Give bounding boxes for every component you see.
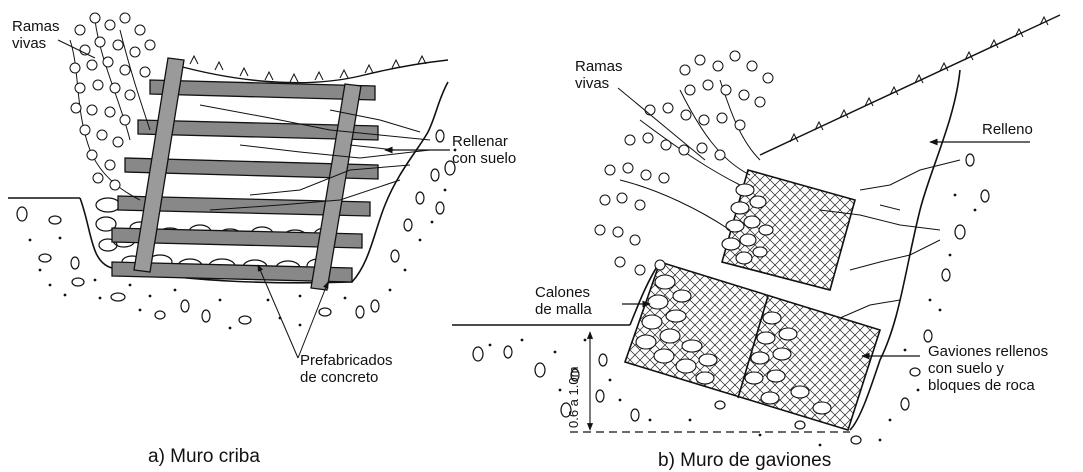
- upper-gabion: [721, 169, 856, 291]
- label-calones-line2: de malla: [535, 301, 592, 318]
- leader-prefab-1: [257, 264, 299, 359]
- label-ramas-right-line2: vivas: [575, 75, 610, 92]
- label-gaviones-line3: bloques de roca: [928, 377, 1035, 394]
- label-rellenar-line2: con suelo: [452, 150, 517, 167]
- left-excavation-outline: [79, 81, 449, 284]
- label-prefab-line2: de concreto: [300, 369, 379, 386]
- dim-label: 0.6 a 1.0m: [566, 367, 581, 428]
- right-fill-branches: [819, 159, 961, 319]
- left-top-soil-line: [174, 59, 449, 84]
- gavion-wall-group: 0.6 a 1.0m: [452, 14, 1061, 447]
- leader-ramas-right: [617, 87, 706, 161]
- leader-ramas-left: [57, 39, 96, 59]
- label-ramas-left-line1: Ramas: [12, 18, 60, 35]
- right-rear-slope: [849, 69, 961, 431]
- label-prefabricados: Prefabricados de concreto: [300, 352, 393, 386]
- precast-posts: [133, 57, 362, 291]
- caption-left: a) Muro criba: [148, 446, 260, 467]
- precast-beams: [111, 79, 379, 283]
- right-soil-dots: [488, 193, 977, 447]
- lower-gabions: [623, 261, 882, 431]
- leader-prefab-2: [297, 281, 329, 359]
- label-gaviones-line1: Gaviones rellenos: [928, 343, 1049, 360]
- right-top-surface: [759, 14, 1061, 156]
- label-prefab-line1: Prefabricados: [300, 352, 393, 369]
- label-relleno: Relleno: [982, 121, 1033, 138]
- right-foliage: [594, 50, 774, 276]
- right-soil-pebbles: [472, 153, 990, 445]
- label-calones-de-malla: Calones de malla: [535, 284, 592, 318]
- left-grass-marks: [189, 54, 427, 83]
- left-soil-pebbles: [16, 129, 456, 325]
- label-relleno-text: Relleno: [982, 121, 1033, 138]
- label-ramas-vivas-right: Ramas vivas: [575, 58, 623, 92]
- label-ramas-vivas-left: Ramas vivas: [12, 18, 60, 52]
- label-gaviones-line2: con suelo y: [928, 360, 1004, 377]
- left-soil-dots: [28, 148, 457, 330]
- left-foliage: [69, 12, 156, 201]
- right-grass-marks: [789, 15, 1049, 143]
- criba-wall-group: [8, 12, 457, 359]
- label-calones-line1: Calones: [535, 284, 591, 301]
- left-fill-branches: [199, 104, 431, 211]
- label-rellenar-con-suelo: Rellenar con suelo: [452, 133, 516, 167]
- caption-right: b) Muro de gaviones: [658, 450, 832, 471]
- label-gaviones-rellenos: Gaviones rellenos con suelo y bloques de…: [928, 343, 1048, 394]
- label-ramas-left-line2: vivas: [12, 35, 47, 52]
- label-rellenar-line1: Rellenar: [452, 133, 508, 150]
- label-ramas-right-line1: Ramas: [575, 58, 623, 75]
